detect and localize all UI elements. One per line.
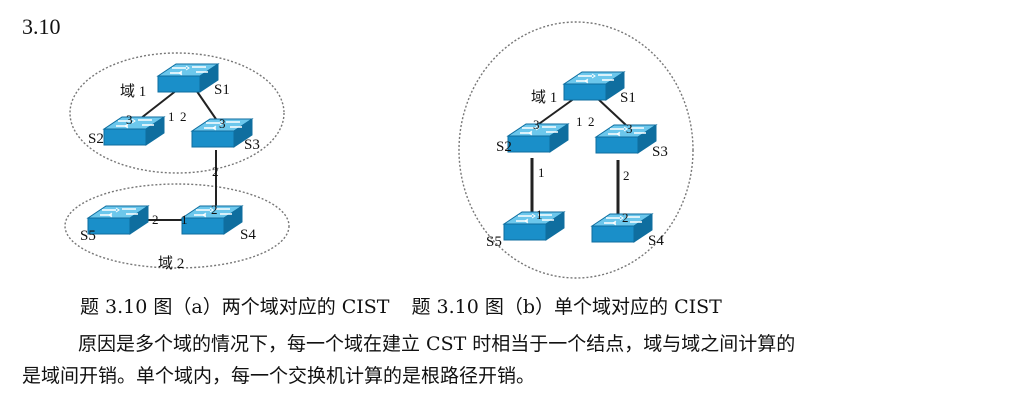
caption-a: 题 3.10 图（a）两个域对应的 CIST xyxy=(80,296,390,318)
caption-b: 题 3.10 图（b）单个域对应的 CIST xyxy=(411,296,722,318)
port-s2-down-b: 1 xyxy=(538,165,545,180)
explanation-paragraph: 原因是多个域的情况下，每一个域在建立 CST 时相当于一个结点，域与域之间计算的… xyxy=(22,328,1002,392)
port-s1-left: 1 xyxy=(168,109,175,124)
label-s5: S5 xyxy=(80,228,96,244)
switch-s5-b xyxy=(503,211,565,241)
port-s3-up-b: 3 xyxy=(626,121,633,136)
label-s4-b: S4 xyxy=(648,233,664,249)
link-s1-s3 xyxy=(195,89,219,123)
label-s1-b: S1 xyxy=(620,90,636,106)
link-s1-s3-b xyxy=(596,97,628,127)
switch-s1-b xyxy=(563,71,625,101)
port-s4-left: 1 xyxy=(181,212,188,227)
port-s4-up: 2 xyxy=(211,202,218,217)
label-s5-b: S5 xyxy=(486,234,502,250)
link-s1-s2-b xyxy=(535,97,576,127)
label-s2-b: S2 xyxy=(496,139,512,155)
port-s3-up: 3 xyxy=(219,116,226,131)
label-s1: S1 xyxy=(214,82,230,98)
port-s2-up: 3 xyxy=(126,112,133,127)
paragraph-line-1: 原因是多个域的情况下，每一个域在建立 CST 时相当于一个结点，域与域之间计算的 xyxy=(78,333,796,355)
domain2-label: 域 2 xyxy=(158,255,184,272)
label-s3-b: S3 xyxy=(652,144,668,160)
port-s3-down: 2 xyxy=(212,164,219,179)
switch-s2 xyxy=(103,116,165,146)
paragraph-line-2: 是域间开销。单个域内，每一个交换机计算的是根路径开销。 xyxy=(22,365,536,387)
domain2-ellipse xyxy=(64,183,290,269)
port-s1-left-b: 1 xyxy=(576,114,583,129)
figure-a: 域 1 域 2 S1 S2 S3 S5 S4 3 1 2 3 2 2 2 1 xyxy=(64,52,290,272)
port-s3-down-b: 2 xyxy=(623,168,630,183)
domain1-label-b: 域 1 xyxy=(531,89,557,106)
domain1-label: 域 1 xyxy=(120,83,146,100)
port-s5-right: 2 xyxy=(152,212,159,227)
label-s3: S3 xyxy=(244,137,260,153)
section-number: 3.10 xyxy=(22,14,61,39)
port-s5-up-b: 1 xyxy=(536,207,543,222)
label-s4: S4 xyxy=(240,227,256,243)
label-s2: S2 xyxy=(88,131,104,147)
single-domain-ellipse xyxy=(458,21,694,279)
port-s1-right-b: 2 xyxy=(588,114,595,129)
port-s1-right: 2 xyxy=(180,109,187,124)
port-s2-up-b: 3 xyxy=(533,117,540,132)
figure-captions: 题 3.10 图（a）两个域对应的 CIST 题 3.10 图（b）单个域对应的 … xyxy=(80,292,722,319)
figure-b: 域 1 S1 S2 S3 S5 S4 3 1 2 3 1 1 2 2 xyxy=(458,21,694,279)
switch-s1 xyxy=(157,63,219,93)
switch-s5 xyxy=(87,205,149,235)
port-s4-up-b: 2 xyxy=(622,210,629,225)
domain1-ellipse xyxy=(69,52,285,174)
